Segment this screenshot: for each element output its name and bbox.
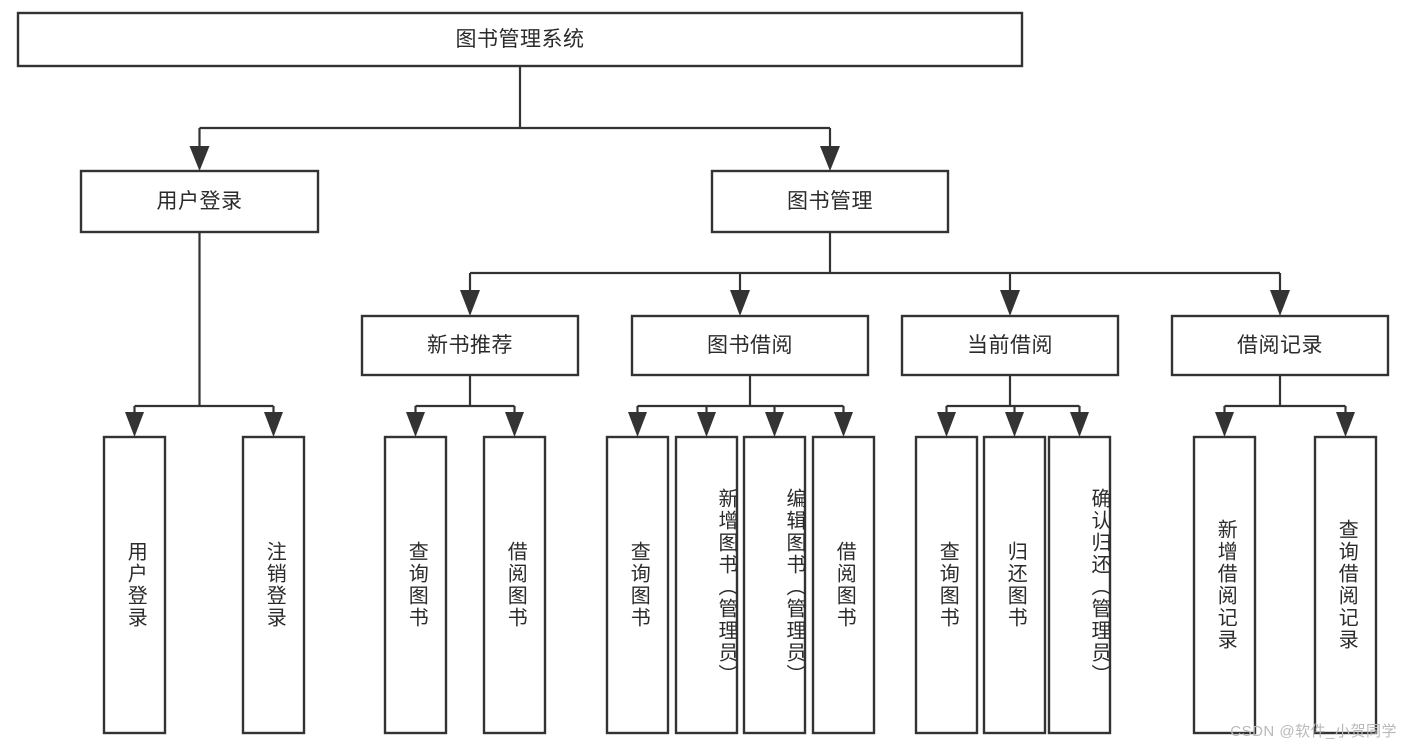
arrow-head-leaf-5 xyxy=(697,412,716,437)
connector-borrow-record-to-leaves xyxy=(1215,375,1355,437)
connector-user-login-to-leaves xyxy=(125,232,283,437)
arrow-head-leaf-10 xyxy=(1070,412,1089,437)
arrow-head-leaf-1 xyxy=(264,412,283,437)
arrow-head-current-borrow xyxy=(1000,290,1020,316)
node-rect-leaf-5[interactable] xyxy=(674,435,739,735)
arrow-head-user-login xyxy=(189,146,210,171)
connector-new-book-recommend-to-leaves xyxy=(406,375,524,437)
arrow-head-new-book-recommend xyxy=(460,290,480,316)
arrow-head-leaf-7 xyxy=(834,412,853,437)
connector-root-to-level1 xyxy=(189,66,840,171)
node-rect-book-borrow[interactable] xyxy=(630,314,870,377)
node-rect-leaf-11[interactable] xyxy=(1192,435,1257,735)
arrow-head-leaf-0 xyxy=(125,412,144,437)
node-rect-current-borrow[interactable] xyxy=(900,314,1120,377)
node-rect-leaf-9[interactable] xyxy=(982,435,1047,735)
node-rect-user-login[interactable] xyxy=(79,169,320,234)
arrow-head-leaf-11 xyxy=(1215,412,1234,437)
arrow-head-borrow-record xyxy=(1270,290,1290,316)
node-rect-root[interactable] xyxy=(16,11,1024,68)
node-rect-new-book-recommend[interactable] xyxy=(360,314,580,377)
node-rect-leaf-6[interactable] xyxy=(742,435,807,735)
node-rect-leaf-3[interactable] xyxy=(482,435,547,735)
node-rect-leaf-12[interactable] xyxy=(1313,435,1378,735)
node-rect-leaf-8[interactable] xyxy=(914,435,979,735)
arrow-head-leaf-3 xyxy=(505,412,524,437)
watermark-text: CSDN @软件_小贺同学 xyxy=(1230,723,1397,740)
node-rect-leaf-7[interactable] xyxy=(811,435,876,735)
connector-current-borrow-to-leaves xyxy=(937,375,1089,437)
connector-book-management-to-level2 xyxy=(460,232,1290,316)
arrow-head-leaf-12 xyxy=(1336,412,1355,437)
arrow-head-leaf-4 xyxy=(628,412,647,437)
node-rect-book-management[interactable] xyxy=(710,169,950,234)
node-rect-leaf-2[interactable] xyxy=(383,435,448,735)
node-rect-leaf-1[interactable] xyxy=(241,435,306,735)
node-rect-leaf-0[interactable] xyxy=(102,435,167,735)
arrow-head-leaf-8 xyxy=(937,412,956,437)
arrow-head-book-management xyxy=(820,146,840,171)
arrow-head-leaf-6 xyxy=(765,412,784,437)
node-rect-borrow-record[interactable] xyxy=(1170,314,1390,377)
connector-book-borrow-to-leaves xyxy=(628,375,853,437)
arrow-head-leaf-9 xyxy=(1005,412,1024,437)
arrow-head-book-borrow xyxy=(730,290,750,316)
node-rect-leaf-4[interactable] xyxy=(605,435,670,735)
arrow-head-leaf-2 xyxy=(406,412,425,437)
node-rect-leaf-10[interactable] xyxy=(1047,435,1112,735)
